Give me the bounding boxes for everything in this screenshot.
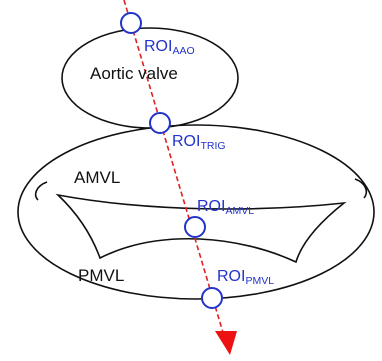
left-commissure-hook [34,181,48,201]
pmvl-label: PMVL [78,266,124,285]
aortic-valve-label: Aortic valve [90,64,178,83]
roi-pmvl-label: ROIPMVL [217,268,274,287]
roi-aao-label: ROIAAO [144,38,195,57]
roi-trig-label: ROITRIG [172,133,226,152]
right-commissure-hook [354,178,368,199]
roi-amvl-marker [184,216,206,238]
roi-pmvl-marker [201,287,223,309]
roi-aao-marker [120,12,142,34]
amvl-label: AMVL [74,168,120,187]
roi-trig-marker [149,112,171,134]
mitral-annulus-outline [17,124,375,300]
roi-amvl-label: ROIAMVL [197,198,254,217]
measurement-axis [123,0,225,337]
axis-arrowhead [215,331,237,355]
leaflet-contour [55,193,347,264]
